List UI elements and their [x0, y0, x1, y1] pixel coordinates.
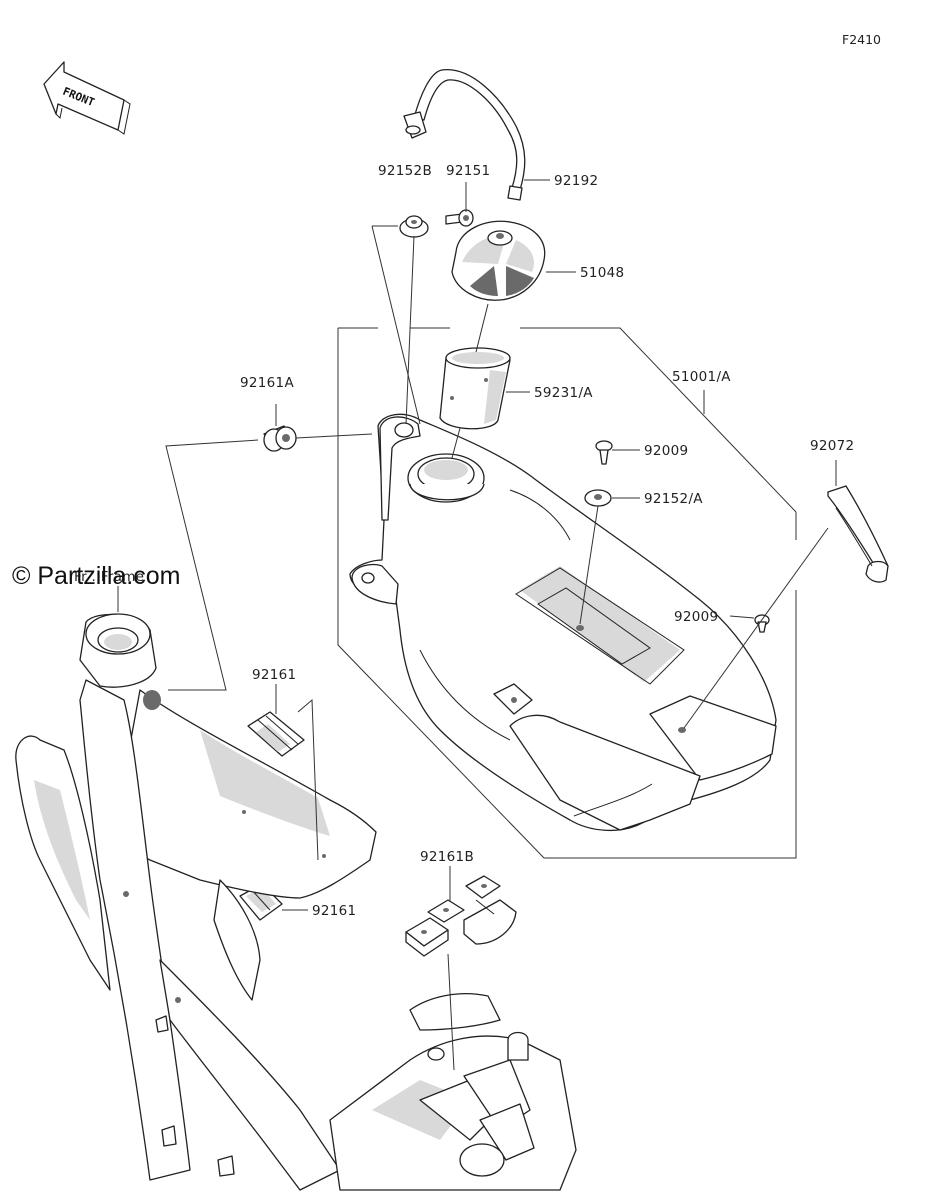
- callout-92151: 92151: [446, 163, 490, 179]
- breather-hose: [403, 69, 526, 201]
- washer-92152b: [399, 215, 429, 238]
- callout-92192: 92192: [554, 173, 598, 189]
- callout-92152b: 92152B: [378, 163, 432, 179]
- callout-59231a: 59231/A: [534, 385, 593, 401]
- rubber-pads-92161: [247, 711, 305, 757]
- callout-51048: 51048: [580, 265, 624, 281]
- frame-label: Fr . Frame: [74, 569, 144, 585]
- watermark: © Partzilla.com: [12, 562, 180, 590]
- fuel-cap: [451, 220, 546, 301]
- washer-92152a: [584, 489, 612, 507]
- damper-92161b: [405, 875, 517, 957]
- callout-92161b: 92161B: [420, 849, 474, 865]
- fuel-tank: [349, 413, 777, 832]
- figure-code: F2410: [842, 32, 881, 47]
- tank-assembly-outline: [337, 327, 797, 859]
- front-arrow-icon: FRONT: [43, 61, 131, 135]
- callout-92152a: 92152/A: [644, 491, 703, 507]
- callout-92009-upper: 92009: [644, 443, 688, 459]
- callout-92072: 92072: [810, 438, 854, 454]
- callout-92161-lower: 92161: [312, 903, 356, 919]
- frame: [15, 613, 577, 1191]
- bolt-92151: [445, 209, 474, 227]
- leader-lines: [117, 179, 837, 1071]
- bolt-92009-lower: [754, 614, 770, 633]
- fuel-filter: [439, 347, 511, 430]
- callout-92009-lower: 92009: [674, 609, 718, 625]
- callout-92161a: 92161A: [240, 375, 294, 391]
- callout-51001a: 51001/A: [672, 369, 731, 385]
- damper-92161a: [263, 425, 297, 452]
- bolt-92009-upper: [595, 440, 613, 465]
- tank-band: [827, 485, 889, 583]
- callout-92161-pads: 92161: [252, 667, 296, 683]
